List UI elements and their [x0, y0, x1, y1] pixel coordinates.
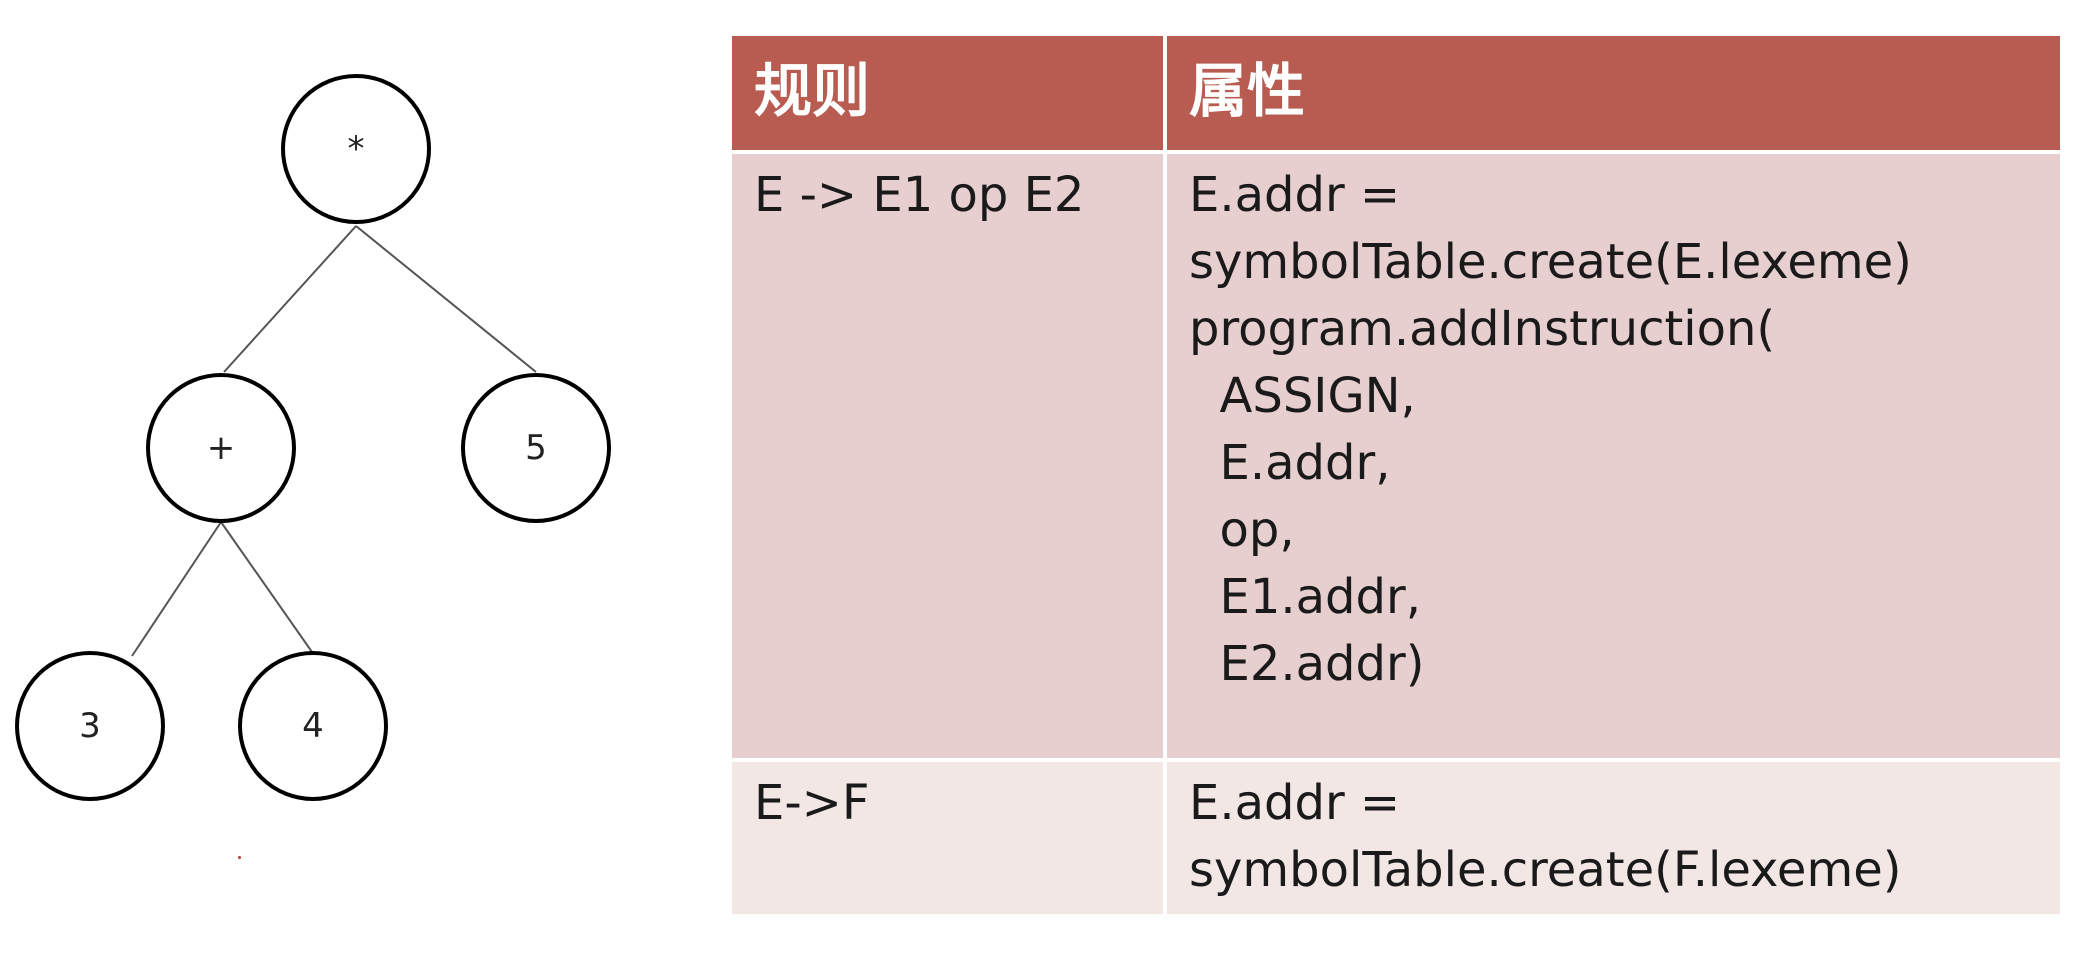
- node-circle-three: [15, 651, 165, 801]
- tree-node-three: 3: [15, 651, 165, 801]
- node-label-root: *: [348, 129, 365, 169]
- tree-edges: [131, 225, 537, 657]
- table-row: E -> E1 op E2 E.addr = symbolTable.creat…: [728, 150, 2064, 762]
- node-circle-five: [461, 373, 611, 523]
- node-label-four: 4: [302, 706, 324, 746]
- tree-node-plus: +: [146, 373, 296, 523]
- tree-node-five: 5: [461, 373, 611, 523]
- edge-plus-three: [131, 521, 222, 657]
- attribute-cell: E.addr = symbolTable.create(E.lexeme) pr…: [1163, 150, 2064, 762]
- node-circle-plus: [146, 373, 296, 523]
- node-circle-four: [238, 651, 388, 801]
- red-dot-mark: [238, 856, 241, 859]
- edge-root-plus: [223, 225, 357, 373]
- node-label-plus: +: [207, 428, 236, 468]
- edge-plus-four: [220, 521, 313, 653]
- rule-cell: E->F: [728, 758, 1167, 918]
- rule-cell: E -> E1 op E2: [728, 150, 1167, 762]
- attribute-cell: E.addr = symbolTable.create(F.lexeme): [1163, 758, 2064, 918]
- edge-root-five: [355, 225, 537, 373]
- table-row: E->F E.addr = symbolTable.create(F.lexem…: [728, 758, 2064, 918]
- node-circle-root: [281, 74, 431, 224]
- header-attribute: 属性: [1163, 32, 2064, 154]
- table-header-row: 规则 属性: [728, 32, 2064, 154]
- node-label-five: 5: [525, 428, 547, 468]
- header-rule: 规则: [728, 32, 1167, 154]
- expression-tree: * + 5 3 4: [15, 74, 611, 801]
- tree-node-root: *: [281, 74, 431, 224]
- tree-node-four: 4: [238, 651, 388, 801]
- node-label-three: 3: [79, 706, 101, 746]
- rules-attributes-table: 规则 属性 E -> E1 op E2 E.addr = symbolTable…: [728, 32, 2064, 918]
